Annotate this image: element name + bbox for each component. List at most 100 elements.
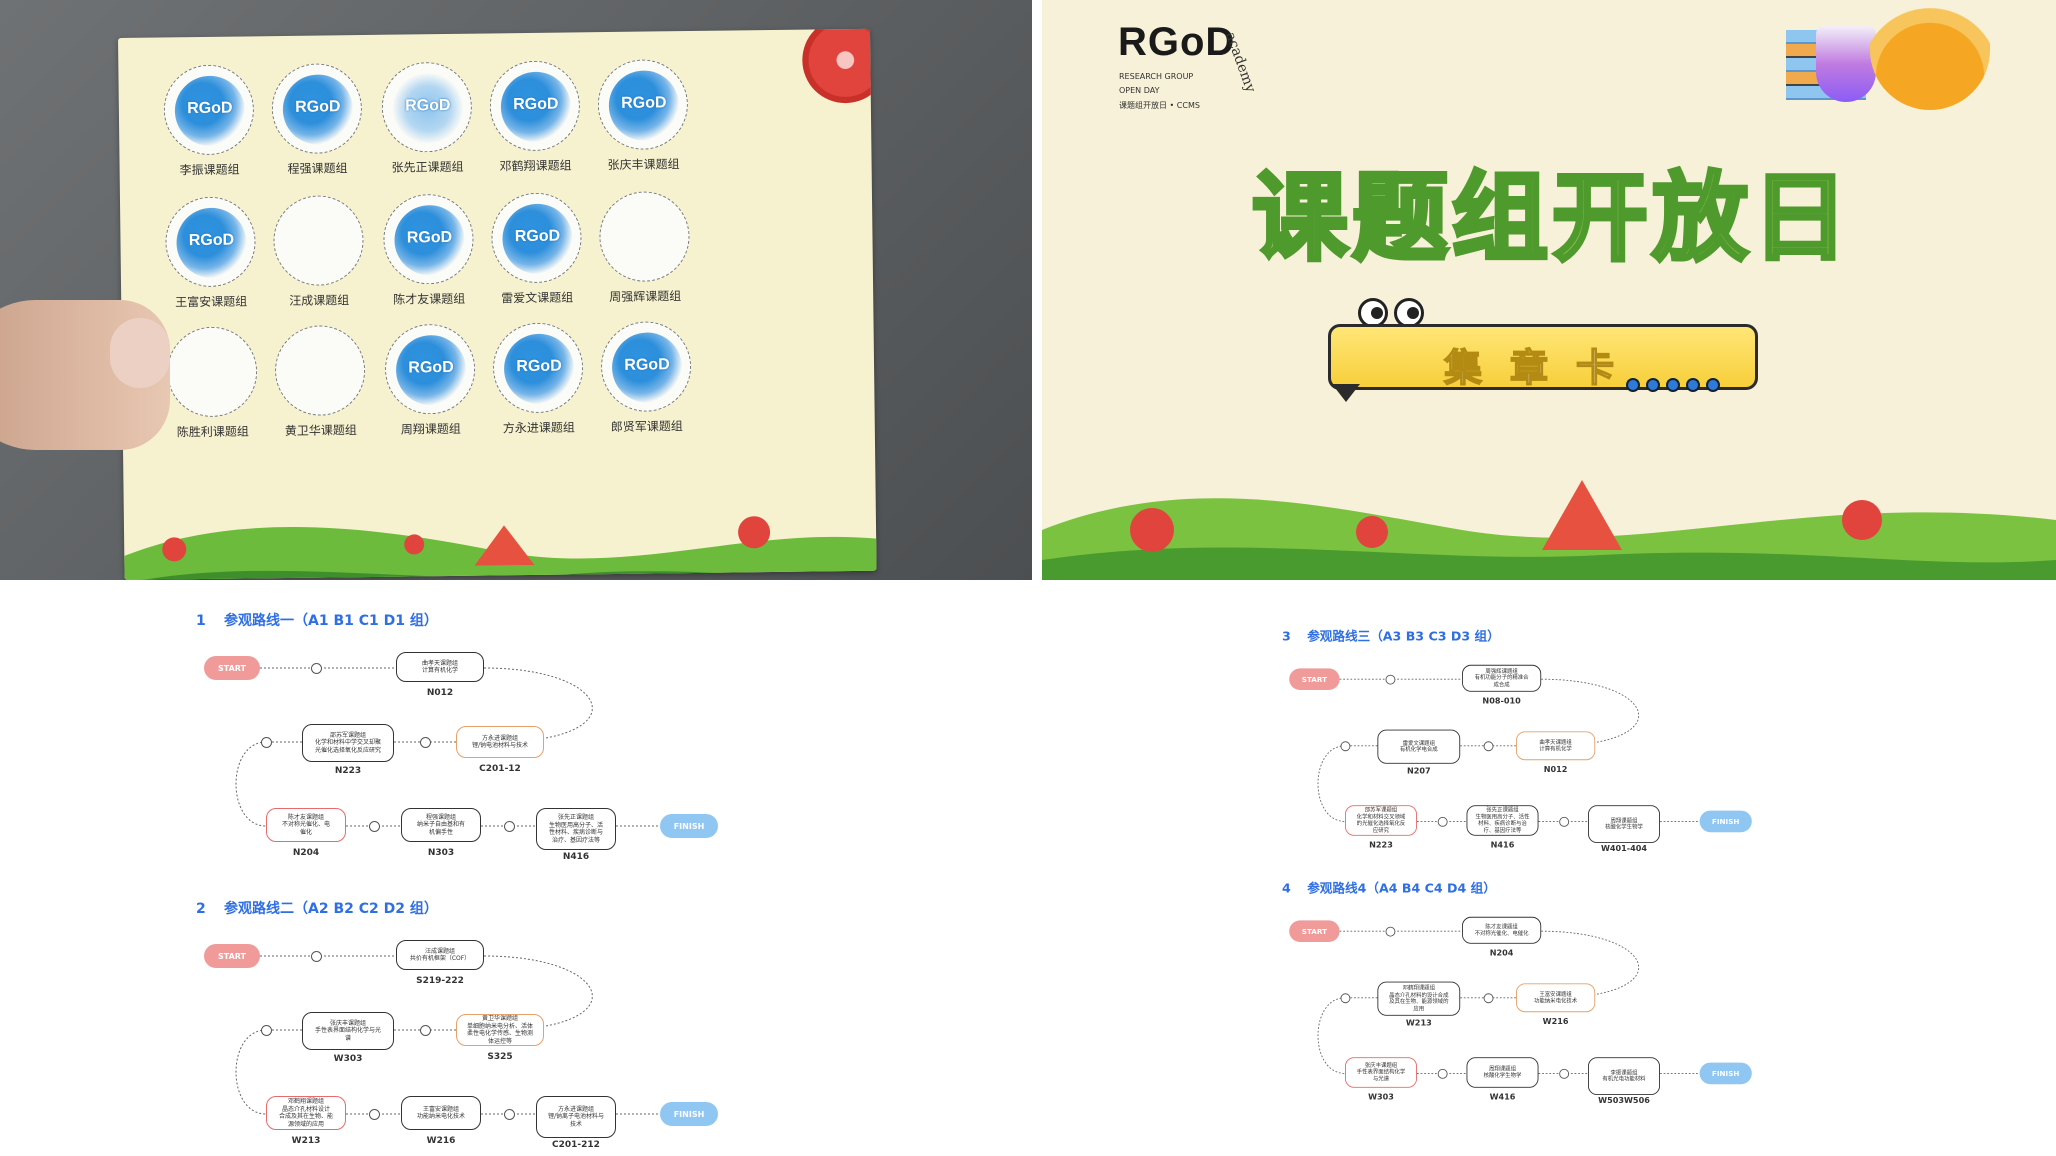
stamp-ink-text: RGoD bbox=[188, 231, 235, 250]
group-node: 曲孝天课题组 计算有机化学 bbox=[1516, 731, 1596, 761]
flask-icon bbox=[1870, 0, 1990, 110]
stamp-circle: RGoD bbox=[384, 323, 476, 415]
stamp-group-label: 程强课题组 bbox=[287, 161, 348, 176]
stamp-slot: 周强辉课题组 bbox=[584, 191, 705, 305]
stamp-group-label: 陈胜利课题组 bbox=[176, 424, 249, 440]
dot-icon bbox=[1706, 378, 1720, 392]
stamp-group-label: 张庆丰课题组 bbox=[607, 157, 680, 173]
flower-decoration bbox=[801, 28, 877, 104]
route-title: 1 参观路线一（A1 B1 C1 D1 组） bbox=[196, 610, 438, 630]
dot-icon bbox=[1686, 378, 1700, 392]
stamp-group-label: 方永进课题组 bbox=[502, 420, 575, 436]
stamp-ink-text: RGoD bbox=[187, 99, 233, 118]
waypoint-dot bbox=[1437, 1068, 1448, 1079]
waypoint-dot bbox=[420, 737, 431, 748]
waypoint-dot bbox=[1385, 926, 1396, 937]
group-node: 曲孝天课题组 计算有机化学 bbox=[396, 652, 484, 682]
room-number: N204 bbox=[1489, 949, 1514, 959]
stamp-circle bbox=[166, 326, 258, 418]
room-number: W216 bbox=[426, 1136, 456, 1146]
route-title-text: 参观路线三（A3 B3 C3 D3 组） bbox=[1307, 629, 1500, 645]
route-connector bbox=[235, 741, 267, 827]
route-connector bbox=[235, 1029, 267, 1115]
route-number: 4 bbox=[1282, 881, 1291, 897]
room-number: W503W506 bbox=[1598, 1096, 1650, 1106]
stamp-group-label: 邓鹤翔课题组 bbox=[499, 158, 572, 174]
room-number: N207 bbox=[1406, 767, 1431, 777]
room-number: W213 bbox=[291, 1136, 321, 1146]
group-node: 张先正课题组 生物医用高分子、活 性材料、疾病诊断与 治疗、基因疗法等 bbox=[536, 808, 616, 850]
room-number: W213 bbox=[1405, 1019, 1432, 1029]
waypoint-dot bbox=[1558, 816, 1569, 827]
stamp-slot: RGoD 李振课题组 bbox=[148, 64, 269, 178]
group-node: 周强辉课题组 有机功能分子的精准合 成合成 bbox=[1462, 664, 1542, 692]
route-number: 1 bbox=[196, 613, 206, 629]
stamp-group-label: 汪成课题组 bbox=[289, 293, 350, 308]
route-number: 2 bbox=[196, 901, 206, 917]
stamp-slot: RGoD 周翔课题组 bbox=[370, 323, 491, 437]
group-node: 邵苏军课题组 化学和材料中学交叉却聚 光催化选择氧化反应研究 bbox=[302, 724, 394, 762]
stamp-circle: RGoD bbox=[489, 60, 581, 152]
room-number: N223 bbox=[334, 766, 362, 776]
group-node: 邵苏军课题组 化学和材料交叉领域 的光催化选择氧化反 应研究 bbox=[1345, 805, 1417, 836]
stamp-circle bbox=[272, 195, 365, 287]
route-number: 3 bbox=[1282, 629, 1291, 645]
room-number: W303 bbox=[333, 1054, 363, 1064]
speech-tail bbox=[1332, 384, 1360, 402]
stamp-slot: RGoD 邓鹤翔课题组 bbox=[474, 60, 595, 174]
stamp-circle: RGoD bbox=[490, 192, 583, 284]
room-number: W416 bbox=[1489, 1093, 1516, 1103]
waypoint-dot bbox=[503, 821, 515, 832]
finish-pill: FINISH bbox=[1699, 1062, 1752, 1085]
stamp-ink-text: RGoD bbox=[516, 357, 562, 376]
waypoint-dot bbox=[261, 1025, 272, 1036]
waypoint-dot bbox=[368, 821, 380, 832]
route-diagram: 3 参观路线三（A3 B3 C3 D3 组） START 周强辉课题组 有机功能分子的… bbox=[1282, 627, 1786, 854]
stamp-circle bbox=[598, 191, 691, 283]
stamp-group-label: 雷爱文课题组 bbox=[501, 290, 574, 306]
stamp-card-banner: 集章卡 bbox=[1328, 324, 1758, 391]
stamp-group-label: 王富安课题组 bbox=[175, 294, 248, 310]
group-node: 周翔课题组 核酸化学生物学 bbox=[1588, 805, 1660, 843]
group-node: 黄卫华课题组 单细胞纳米电分析、活体 柔性电化学传感、生物测 体运控等 bbox=[456, 1014, 544, 1046]
stamp-group-label: 周强辉课题组 bbox=[609, 289, 682, 305]
slide-title: 课题组开放日 bbox=[1250, 160, 1852, 276]
room-number: S325 bbox=[487, 1052, 513, 1062]
stamp-ink-text: RGoD bbox=[624, 356, 670, 374]
stamp-group-label: 郎贤军课题组 bbox=[610, 419, 683, 435]
waypoint-dot bbox=[1340, 993, 1351, 1004]
waypoint-dot bbox=[1483, 993, 1494, 1004]
thumbnail bbox=[110, 318, 170, 388]
group-node: 陈才友课题组 不对称光催化、电 催化 bbox=[266, 808, 346, 842]
stamp-circle: RGoD bbox=[164, 196, 257, 288]
group-node: 陈才友课题组 不对称光催化、电催化 bbox=[1462, 916, 1542, 944]
route-connector bbox=[1317, 997, 1346, 1074]
group-node: 王富安课题组 功能纳米电化技术 bbox=[401, 1096, 481, 1130]
logo-subtitle-3: 课题组开放日 • CCMS bbox=[1119, 101, 1200, 110]
stamp-group-label: 周翔课题组 bbox=[400, 421, 461, 437]
dot-icon bbox=[1626, 378, 1640, 392]
room-number: W303 bbox=[1368, 1093, 1394, 1103]
stamp-group-label: 陈才友课题组 bbox=[393, 291, 466, 307]
room-number: S219-222 bbox=[416, 976, 464, 986]
start-pill: START bbox=[1289, 668, 1340, 690]
waypoint-dot bbox=[311, 663, 322, 674]
room-number: N416 bbox=[1490, 841, 1515, 851]
stamp-slot: RGoD 王富安课题组 bbox=[150, 196, 271, 310]
route-title-text: 参观路线一（A1 B1 C1 D1 组） bbox=[224, 613, 438, 629]
waypoint-dot bbox=[368, 1109, 380, 1120]
stamp-slot: 汪成课题组 bbox=[258, 195, 379, 309]
start-pill: START bbox=[204, 944, 260, 968]
stamp-group-label: 李振课题组 bbox=[179, 162, 240, 178]
group-node: 雷爱文课题组 有机化学电合成 bbox=[1377, 729, 1461, 764]
group-node: 方永进课题组 锂/钠电池材料与技术 bbox=[456, 726, 544, 758]
stamp-ink-text: RGoD bbox=[513, 95, 559, 114]
waypoint-dot bbox=[1483, 741, 1494, 752]
